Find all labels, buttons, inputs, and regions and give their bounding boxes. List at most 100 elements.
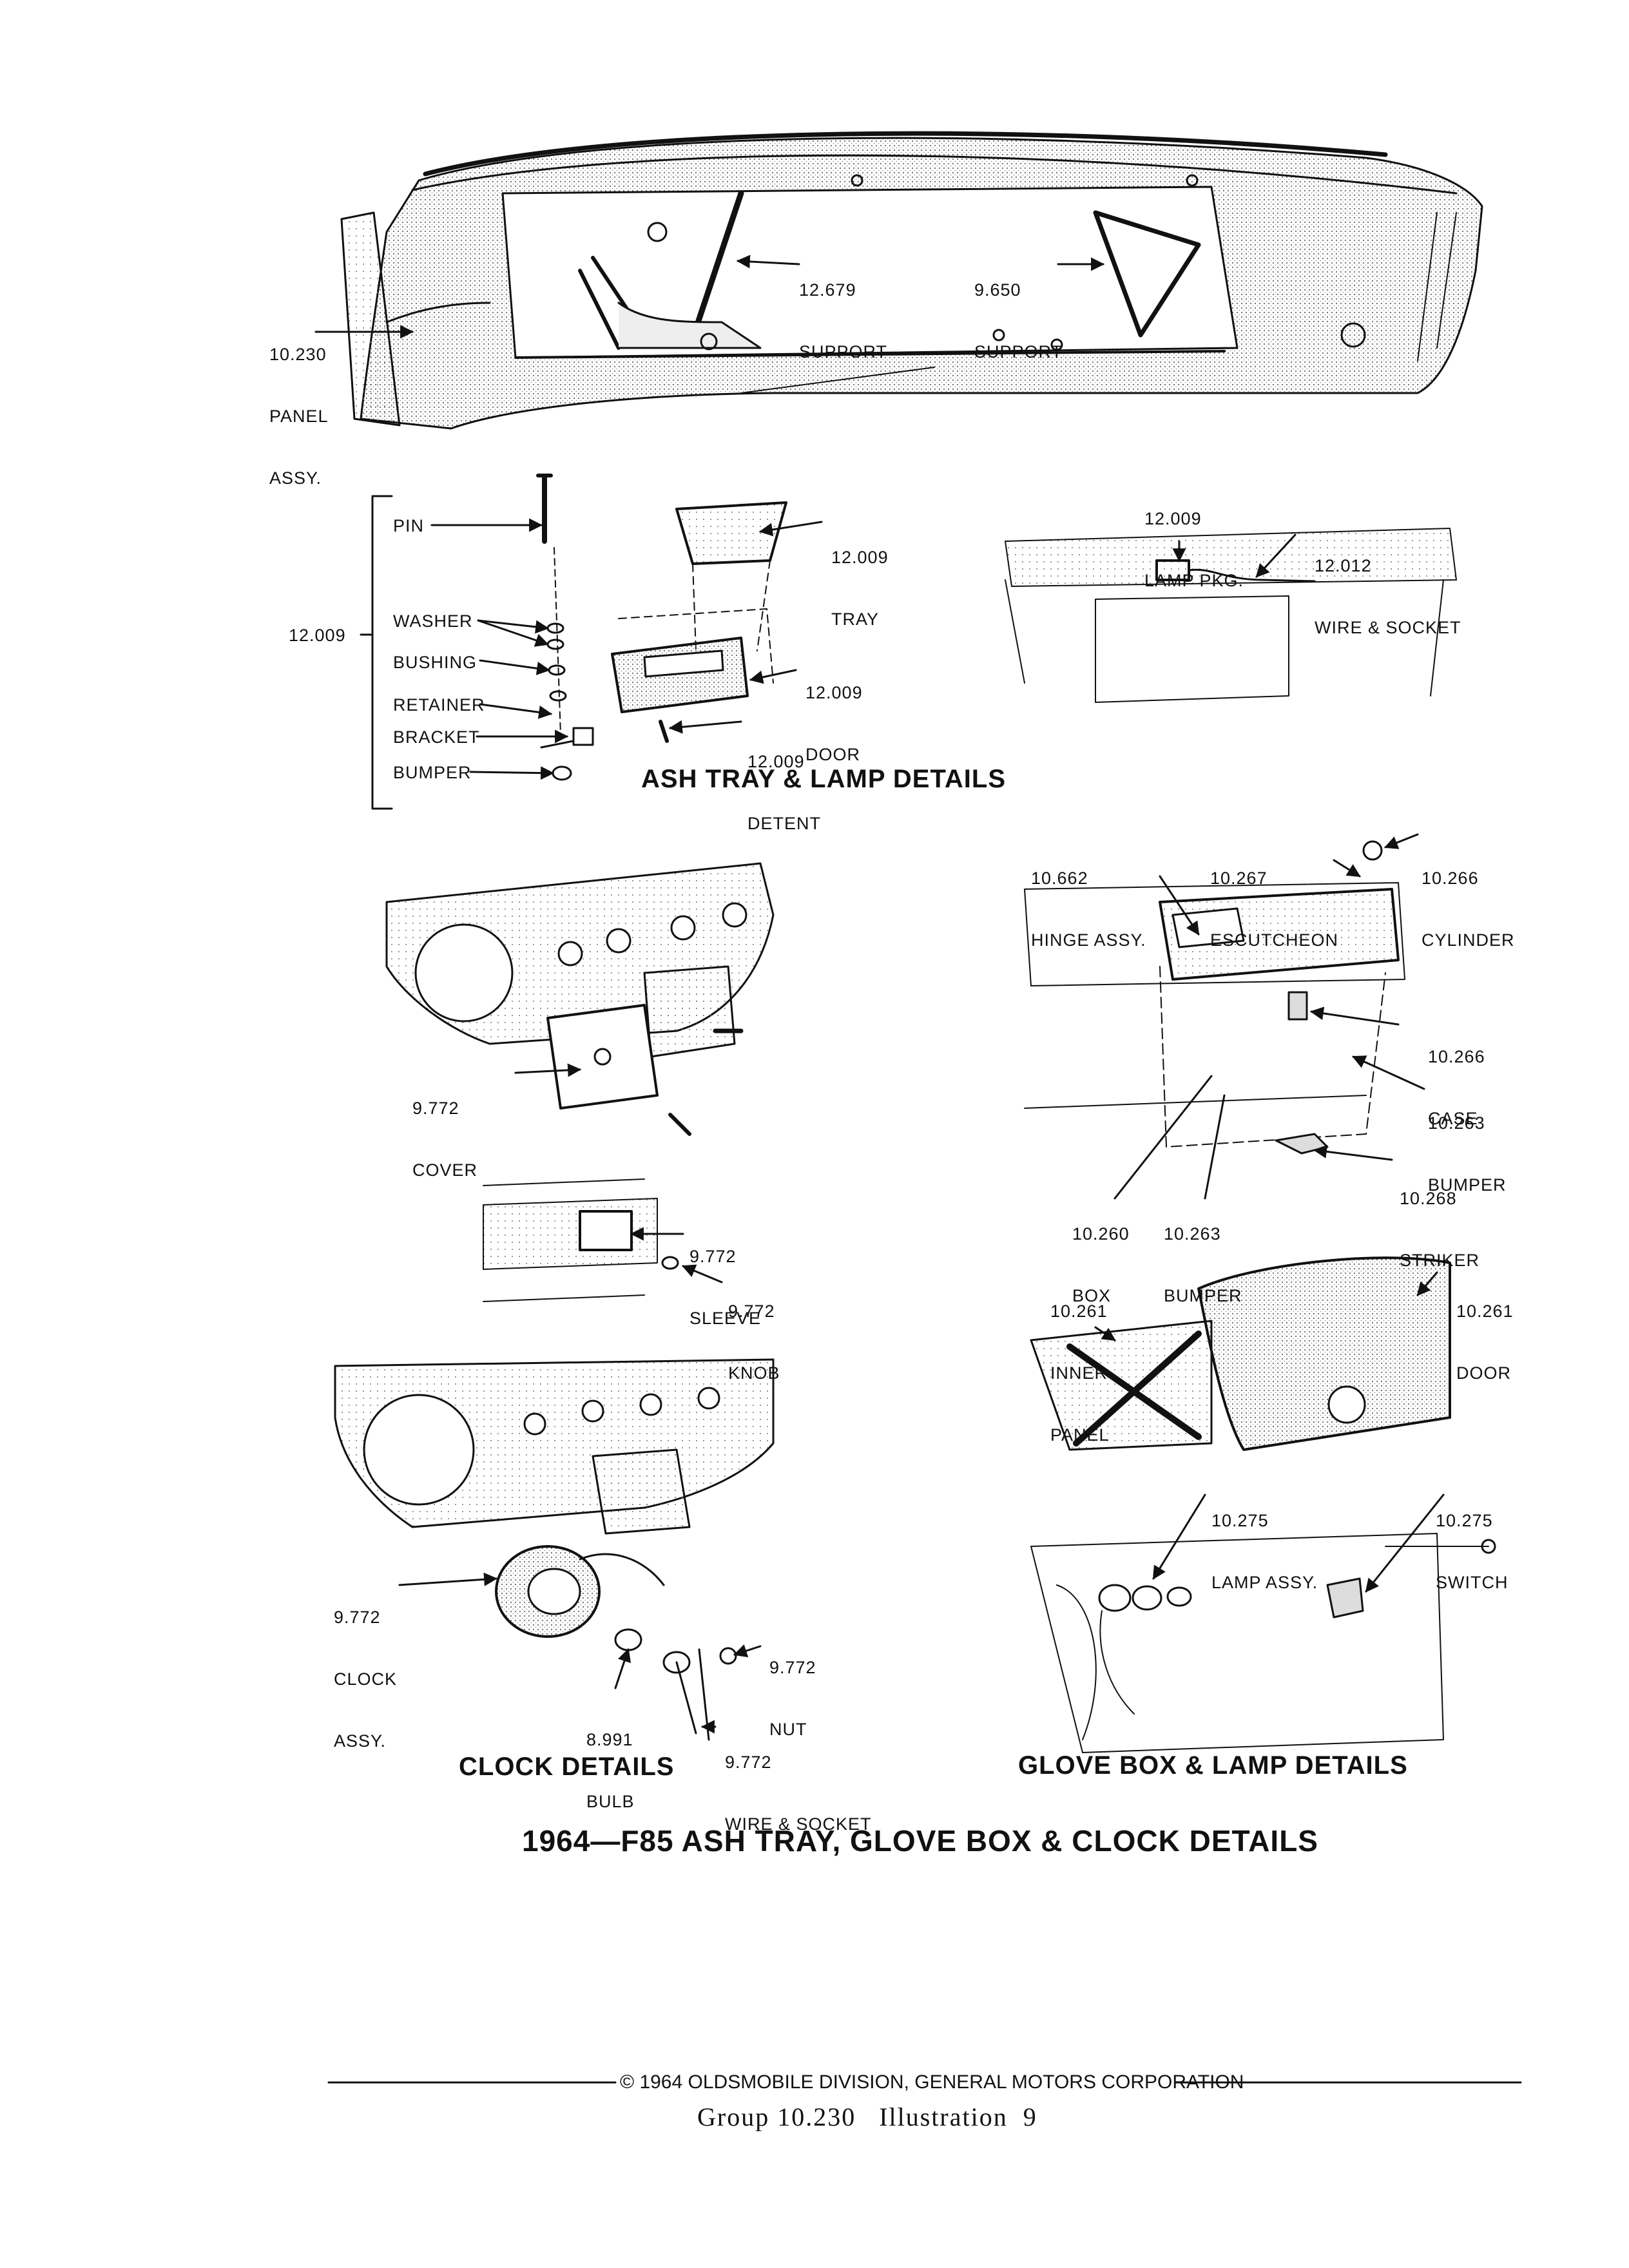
- callout-pin: PIN: [393, 516, 425, 535]
- sleeve-knob-drawing: [483, 1178, 723, 1302]
- callout-panel-assy: 10.230 PANEL ASSY.: [269, 303, 329, 509]
- callout-sleeve: 9.772 SLEEVE: [689, 1205, 761, 1349]
- callout-tray: 12.009 TRAY: [831, 506, 889, 650]
- callout-wire-socket-9772: 9.772 WIRE & SOCKET: [725, 1711, 872, 1855]
- callout-text: WIRE & SOCKET: [725, 1814, 872, 1834]
- callout-text: BUMPER: [1428, 1175, 1507, 1195]
- callout-door: 12.009 DOOR: [805, 641, 863, 785]
- callout-text: BUMPER: [1164, 1286, 1242, 1305]
- callout-text: PANEL: [1050, 1425, 1110, 1445]
- callout-text: LAMP PKG.: [1144, 571, 1244, 590]
- callout-number: 12.009: [805, 683, 863, 702]
- callout-bulb: 8.991 BULB: [586, 1688, 635, 1832]
- callout-text: SUPPORT: [974, 342, 1063, 361]
- callout-number: 10.261: [1456, 1302, 1514, 1321]
- callout-number: 10.268: [1400, 1189, 1457, 1208]
- callout-number: 12.009: [747, 752, 805, 771]
- glove-lamp-drawing: [1030, 1494, 1496, 1753]
- callout-number: 12.009: [1144, 509, 1202, 528]
- callout-glove-door: 10.261 DOOR: [1456, 1260, 1514, 1404]
- callout-number: 12.012: [1315, 556, 1372, 575]
- callout-text: NUT: [769, 1720, 807, 1739]
- callout-number: 10.260: [1072, 1224, 1130, 1244]
- callout-number: 9.772: [725, 1753, 772, 1772]
- callout-box: 10.260 BOX: [1072, 1182, 1130, 1327]
- callout-support-9650: 9.650 SUPPORT: [974, 238, 1063, 383]
- callout-text: ASSY.: [269, 468, 322, 488]
- ash-tray-drawing: [360, 474, 787, 810]
- glove-door-drawing: [1030, 1256, 1451, 1451]
- callout-ash-group-number: 12.009: [289, 626, 346, 645]
- copyright-line: © 1964 OLDSMOBILE DIVISION, GENERAL MOTO…: [620, 2071, 1244, 2093]
- callout-number: 10.266: [1422, 869, 1479, 888]
- callout-number: 9.772: [334, 1608, 381, 1627]
- callout-number: 10.263: [1428, 1113, 1485, 1133]
- section-heading-glove-box: GLOVE BOX & LAMP DETAILS: [1018, 1751, 1408, 1780]
- callout-text: ESCUTCHEON: [1210, 930, 1339, 950]
- callout-text: LAMP ASSY.: [1211, 1573, 1318, 1592]
- callout-number: 9.772: [412, 1099, 459, 1118]
- callout-number: 12.679: [799, 280, 856, 300]
- callout-cylinder: 10.266 CYLINDER: [1422, 827, 1515, 971]
- callout-bumper: BUMPER: [393, 763, 472, 782]
- callout-inner-panel: 10.261 INNER PANEL: [1050, 1260, 1110, 1466]
- lamp-package-drawing: [1005, 528, 1457, 703]
- callout-detent: 12.009 DETENT: [747, 710, 821, 854]
- callout-bumper-10263-right: 10.263 BUMPER: [1428, 1072, 1507, 1216]
- callout-switch: 10.275 SWITCH: [1436, 1469, 1508, 1613]
- callout-clock-assy: 9.772 CLOCK ASSY.: [334, 1566, 397, 1772]
- callout-number: 9.772: [728, 1302, 775, 1321]
- callout-number: 10.275: [1211, 1511, 1269, 1530]
- callout-bumper-10263-low: 10.263 BUMPER: [1164, 1182, 1242, 1327]
- callout-number: 10.662: [1031, 869, 1088, 888]
- section-heading-clock: CLOCK DETAILS: [459, 1753, 675, 1781]
- callout-number: 12.009: [831, 548, 889, 567]
- dash-cover-drawing: [385, 862, 775, 1136]
- callout-number: 9.772: [689, 1247, 737, 1266]
- callout-text: BOX: [1072, 1286, 1112, 1305]
- callout-bracket: BRACKET: [393, 727, 480, 747]
- callout-number: 10.266: [1428, 1047, 1485, 1066]
- callout-knob: 9.772 KNOB: [728, 1260, 780, 1404]
- callout-text: SWITCH: [1436, 1573, 1509, 1592]
- callout-number: 8.991: [586, 1730, 633, 1749]
- callout-escutcheon: 10.267 ESCUTCHEON: [1210, 827, 1338, 971]
- callout-text: CASE: [1428, 1109, 1478, 1128]
- callout-text: SLEEVE: [689, 1309, 762, 1328]
- callout-text: DOOR: [805, 745, 860, 764]
- callout-number: 10.230: [269, 345, 327, 364]
- callout-text: INNER: [1050, 1363, 1108, 1383]
- callout-case: 10.266 CASE: [1428, 1005, 1485, 1149]
- callout-text: ASSY.: [334, 1731, 387, 1751]
- callout-lamp-assy: 10.275 LAMP ASSY.: [1211, 1469, 1318, 1613]
- callout-number: 9.772: [769, 1658, 816, 1677]
- callout-number: 10.267: [1210, 869, 1268, 888]
- callout-text: COVER: [412, 1160, 478, 1180]
- callout-text: WIRE & SOCKET: [1315, 618, 1461, 637]
- instrument-panel-drawing: [340, 131, 1483, 430]
- callout-text: TRAY: [831, 610, 880, 629]
- callout-number: 9.650: [974, 280, 1021, 300]
- callout-text: KNOB: [728, 1363, 780, 1383]
- callout-text: HINGE ASSY.: [1031, 930, 1146, 950]
- callout-text: SUPPORT: [799, 342, 888, 361]
- callout-washer: WASHER: [393, 611, 473, 631]
- callout-text: CYLINDER: [1422, 930, 1515, 950]
- callout-text: STRIKER: [1400, 1251, 1480, 1270]
- callout-support-12679: 12.679 SUPPORT: [799, 238, 887, 383]
- callout-text: DETENT: [747, 814, 821, 833]
- callout-cover: 9.772 COVER: [412, 1057, 477, 1201]
- section-heading-ash-tray: ASH TRAY & LAMP DETAILS: [641, 765, 1007, 793]
- group-illustration-line: Group 10.230 Illustration 9: [697, 2102, 1037, 2131]
- callout-striker: 10.268 STRIKER: [1400, 1147, 1480, 1291]
- callout-text: CLOCK: [334, 1669, 398, 1689]
- clock-drawing: [334, 1358, 775, 1741]
- callout-lamp-pkg: 12.009 LAMP PKG.: [1144, 467, 1244, 611]
- callout-wire-socket-12012: 12.012 WIRE & SOCKET: [1315, 514, 1461, 658]
- page-title: 1964—F85 ASH TRAY, GLOVE BOX & CLOCK DET…: [522, 1824, 1318, 1858]
- glove-box-drawing: [1024, 833, 1425, 1200]
- callout-bushing: BUSHING: [393, 653, 477, 672]
- callout-text: PANEL: [269, 407, 329, 426]
- callout-retainer: RETAINER: [393, 695, 485, 715]
